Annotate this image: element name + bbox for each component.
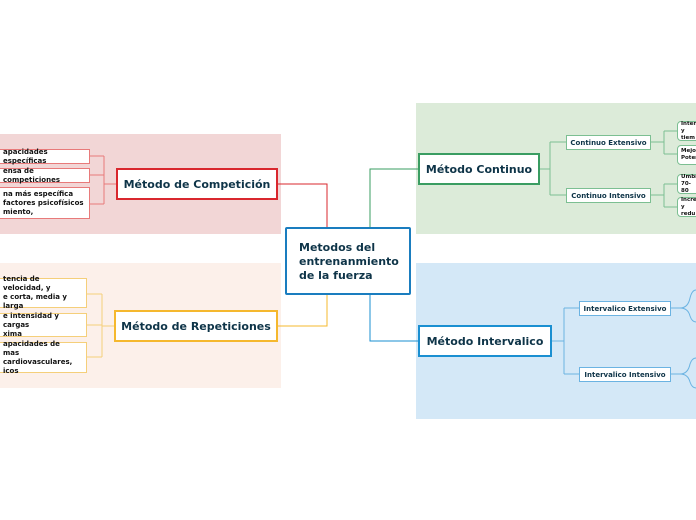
continuo-extensivo-node[interactable]: Continuo Extensivo (566, 135, 651, 150)
competicion-item-3[interactable]: na más específica factores psicofísicos … (0, 187, 90, 219)
continuo-extensivo-item-1[interactable]: Inten y tiem (677, 121, 696, 141)
continuo-intensivo-item-1[interactable]: Umbr 70-80 (677, 174, 696, 194)
repeticiones-item-3[interactable]: apacidades de mas cardiovasculares, icos (0, 340, 87, 375)
continuo-intensivo-item-2[interactable]: Increr y redu (677, 197, 696, 217)
continuo-extensivo-item-2[interactable]: Mejor Poten (677, 145, 696, 165)
competicion-item-1[interactable]: apacidades específicas (0, 148, 90, 165)
repeticiones-node[interactable]: Método de Repeticiones (114, 310, 278, 342)
link-competicion (278, 183, 328, 227)
competicion-node[interactable]: Método de Competición (116, 168, 278, 200)
link-intervalico-extensivo-leaves (671, 289, 696, 323)
competicion-item-2[interactable]: ensa de competiciones (0, 167, 90, 184)
link-continuo (369, 168, 418, 227)
intervalico-extensivo-node[interactable]: Intervalico Extensivo (579, 301, 671, 316)
link-continuo-subs (540, 141, 566, 196)
link-competicion-leaves (90, 155, 116, 205)
link-repeticiones-leaves (87, 293, 114, 358)
link-intervalico-subs (552, 307, 579, 375)
link-intervalico (369, 295, 418, 342)
continuo-intensivo-node[interactable]: Continuo Intensivo (566, 188, 651, 203)
link-intervalico-intensivo-leaves (671, 357, 696, 389)
link-continuo-extensivo-leaves (651, 130, 677, 155)
repeticiones-item-1[interactable]: tencia de velocidad, y e corta, media y … (0, 275, 87, 310)
intervalico-node[interactable]: Método Intervalico (418, 325, 552, 357)
intervalico-intensivo-node[interactable]: Intervalico Intensivo (579, 367, 671, 382)
central-topic[interactable]: Metodos del entrenanmiento de la fuerza (285, 227, 411, 295)
link-repeticiones (278, 295, 328, 327)
continuo-node[interactable]: Método Continuo (418, 153, 540, 185)
link-continuo-intensivo-leaves (651, 183, 677, 208)
repeticiones-item-2[interactable]: e intensidad y cargas xima (0, 312, 87, 338)
